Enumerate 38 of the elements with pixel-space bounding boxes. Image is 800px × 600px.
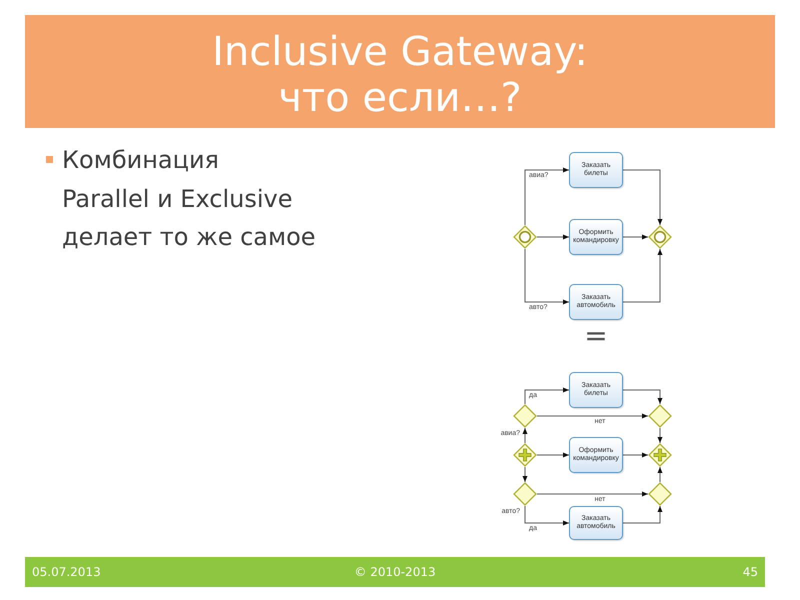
sequence-flow-arrow (524, 248, 570, 304)
inclusive-gateway-diamond (513, 225, 537, 249)
sequence-flow-arrow (622, 170, 662, 226)
slide-title: Inclusive Gateway: что если…? (211, 28, 589, 120)
sequence-flow-arrow (622, 506, 662, 524)
exclusive-gateway-diamond (648, 482, 672, 506)
sequence-flow-arrow (622, 248, 662, 302)
page-number: 45 (742, 565, 758, 579)
sequence-flow-arrow (658, 466, 662, 482)
task-box (569, 152, 623, 188)
sequence-flow-arrow (622, 234, 648, 240)
sequence-flow-arrow (524, 506, 570, 526)
task-box (569, 437, 623, 473)
parallel-gateway-diamond (648, 443, 672, 467)
sequence-flow-arrow (536, 452, 570, 458)
sequence-flow-arrow (524, 388, 570, 404)
exclusive-gateway-diamond (513, 482, 537, 506)
parallel-gateway-diamond (513, 443, 537, 467)
sequence-flow-arrow (522, 466, 528, 482)
task-box (569, 219, 623, 255)
sequence-flow-arrow (536, 492, 648, 496)
sequence-flow-arrow (658, 428, 662, 444)
slide-date: 05.07.2013 (32, 565, 101, 579)
equals-sign: = (584, 322, 608, 350)
exclusive-gateway-diamond (648, 404, 672, 428)
task-box (569, 372, 623, 408)
copyright-notice: © 2010-2013 (354, 565, 436, 579)
sequence-flow-arrow (524, 168, 570, 226)
sequence-flow-arrow (522, 428, 528, 444)
bullet-text: Комбинация Parallel и Exclusive делает то же самое (62, 145, 316, 253)
sequence-flow-arrow (536, 234, 570, 240)
exclusive-gateway-diamond (513, 404, 537, 428)
task-box (569, 506, 623, 540)
sequence-flow-arrow (622, 452, 648, 458)
sequence-flow-arrow (622, 390, 662, 404)
inclusive-gateway-diamond (648, 225, 672, 249)
sequence-flow-arrow (536, 414, 648, 418)
task-box (569, 284, 623, 320)
